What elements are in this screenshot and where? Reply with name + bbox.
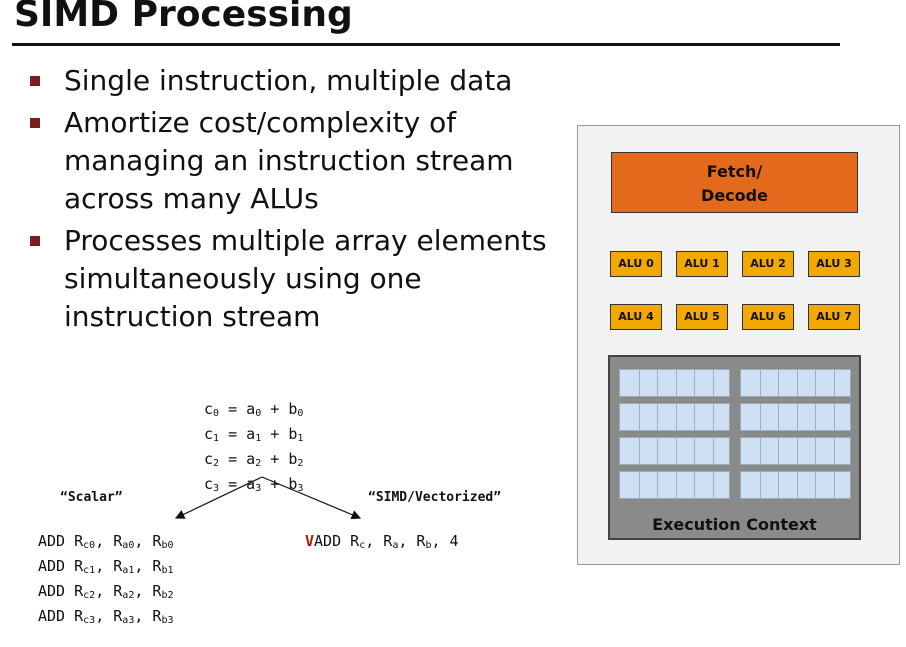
equation-line: c3 = a3 + b3 [204,475,304,494]
register-block [740,471,851,499]
register-block [619,471,730,499]
alu-unit: ALU 6 [742,304,794,330]
register-block [619,369,730,397]
code-line: ADD Rc0, Ra0, Rb0 [38,532,174,551]
equation-line: c2 = a2 + b2 [204,450,304,469]
simd-label: “SIMD/Vectorized” [368,490,502,505]
page-title: SIMD Processing [14,0,353,35]
code-line: ADD Rc3, Ra3, Rb3 [38,607,174,626]
bullet-square-icon [30,76,40,86]
register-block [619,403,730,431]
alu-unit: ALU 7 [808,304,860,330]
alu-unit: ALU 0 [610,251,662,277]
arrow-to-simd [261,476,362,520]
execution-context-label: Execution Context [652,515,817,534]
code-line: ADD Rc2, Ra2, Rb2 [38,582,174,601]
register-block [740,369,851,397]
arrow-to-scalar [174,476,263,519]
equation-block: c0 = a0 + b0 c1 = a1 + b1 c2 = a2 + b2 c3 =… [204,378,303,520]
alu-unit: ALU 5 [676,304,728,330]
scalar-label: “Scalar” [60,490,123,505]
fetch-decode-unit: Fetch/ Decode [611,152,858,213]
vector-prefix: V [305,532,315,550]
bullet-list: Single instruction, multiple data Amorti… [30,62,570,340]
bullet-square-icon [30,236,40,246]
vector-code-line: VADD Rc, Ra, Rb, 4 [305,532,459,551]
bullet-item: Single instruction, multiple data [30,62,570,100]
equation-line: c1 = a1 + b1 [204,425,304,444]
execution-context: Execution Context [608,355,861,540]
alu-unit: ALU 2 [742,251,794,277]
bullet-item: Amortize cost/complexity of managing an … [30,104,570,218]
code-line: ADD Rc1, Ra1, Rb1 [38,557,174,576]
bullet-text: Processes multiple array elements simult… [64,224,547,333]
bullet-item: Processes multiple array elements simult… [30,222,570,336]
alu-unit: ALU 4 [610,304,662,330]
alu-unit: ALU 1 [676,251,728,277]
title-divider [12,43,840,46]
register-block [619,437,730,465]
bullet-text: Amortize cost/complexity of managing an … [64,106,514,215]
register-block [740,403,851,431]
alu-unit: ALU 3 [808,251,860,277]
bullet-text: Single instruction, multiple data [64,64,513,97]
equation-line: c0 = a0 + b0 [204,400,304,419]
register-block [740,437,851,465]
bullet-square-icon [30,118,40,128]
